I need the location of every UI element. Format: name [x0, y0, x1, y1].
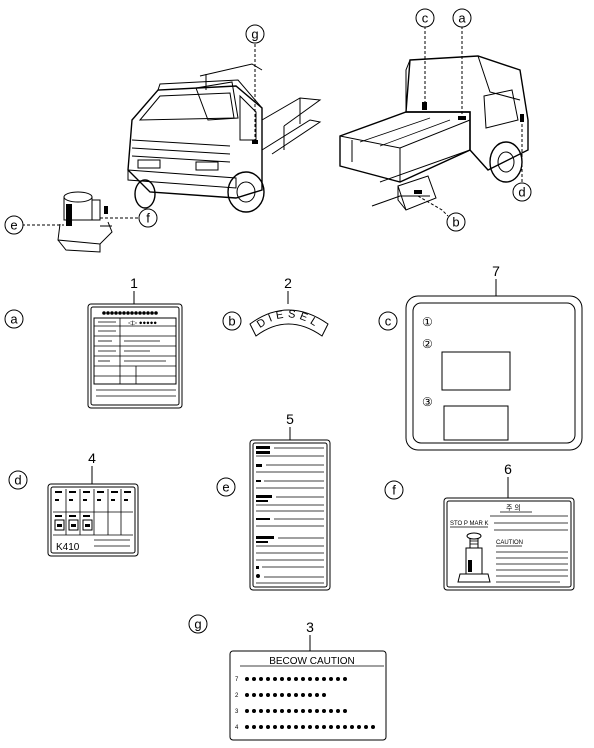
- caution-row-dots: [245, 677, 375, 729]
- label-5-info-sheet: [249, 439, 331, 591]
- part-number-4: 4: [88, 450, 96, 466]
- truck-front-illustration: [127, 63, 322, 213]
- callout-e-row: e: [216, 477, 236, 497]
- svg-text:e: e: [222, 480, 229, 495]
- label-1-spec-plate: ◁▷ ●●●●●: [87, 303, 183, 409]
- jack-label-caution: CAUTION: [496, 540, 523, 546]
- callout-b-top: b: [446, 212, 466, 232]
- label-3-becow-caution: BECOW CAUTION 7 2 3 4: [229, 650, 387, 741]
- svg-text:d: d: [14, 473, 21, 488]
- callout-f-top: f: [138, 208, 158, 228]
- label-2-diesel-emblem: DIESEL: [249, 308, 329, 337]
- fuse-label-model: K410: [56, 542, 80, 553]
- label-6-jack-caution: 주 의 STO P MAR K CAUTION: [443, 497, 575, 591]
- svg-text:g: g: [251, 27, 258, 42]
- svg-text:4: 4: [235, 725, 239, 731]
- callout-b-row: b: [222, 311, 242, 331]
- jack-illustration: [57, 191, 113, 253]
- svg-text:b: b: [452, 215, 459, 230]
- jack-label-heading: 주 의: [506, 503, 521, 512]
- svg-text:g: g: [194, 617, 201, 632]
- svg-text:①: ①: [422, 315, 433, 329]
- callout-c-row: c: [378, 311, 398, 331]
- callout-g-top: g: [245, 24, 265, 44]
- svg-text:a: a: [458, 11, 466, 26]
- svg-text:2: 2: [235, 693, 239, 699]
- svg-text:②: ②: [422, 337, 433, 351]
- callout-d-top: d: [512, 182, 532, 202]
- svg-text:③: ③: [422, 395, 433, 409]
- part-number-7: 7: [492, 263, 500, 279]
- svg-text:c: c: [422, 11, 429, 26]
- svg-text:7: 7: [235, 677, 239, 683]
- diesel-text: DIESEL: [255, 308, 323, 331]
- part-number-6: 6: [504, 461, 512, 477]
- caution-label-title: BECOW CAUTION: [269, 656, 355, 667]
- part-number-1: 1: [130, 275, 138, 291]
- svg-text:f: f: [392, 483, 396, 498]
- svg-text:c: c: [385, 314, 392, 329]
- callout-d-row: d: [8, 470, 28, 490]
- svg-text:f: f: [146, 211, 150, 226]
- svg-text:e: e: [10, 218, 17, 233]
- part-number-5: 5: [286, 411, 294, 427]
- label-7-panel: ① ② ③: [405, 295, 583, 451]
- callout-c-top: c: [415, 8, 435, 28]
- leader-line-b: [417, 195, 449, 217]
- label-4-fuse-chart: K410: [47, 483, 139, 557]
- callout-e-top: e: [4, 215, 24, 235]
- part-number-3: 3: [306, 619, 314, 635]
- svg-text:b: b: [228, 314, 235, 329]
- callout-a-row: a: [4, 309, 24, 329]
- callout-g-row: g: [188, 614, 208, 634]
- part-number-2: 2: [284, 275, 292, 291]
- svg-text:3: 3: [235, 709, 239, 715]
- jack-label-stop-mark: STO P MAR K: [450, 521, 488, 527]
- callout-a-top: a: [452, 8, 472, 28]
- svg-text:d: d: [518, 185, 525, 200]
- svg-text:◁▷ ●●●●●: ◁▷ ●●●●●: [128, 321, 157, 327]
- svg-text:a: a: [10, 312, 18, 327]
- callout-f-row: f: [384, 480, 404, 500]
- truck-rear-illustration: [339, 55, 529, 211]
